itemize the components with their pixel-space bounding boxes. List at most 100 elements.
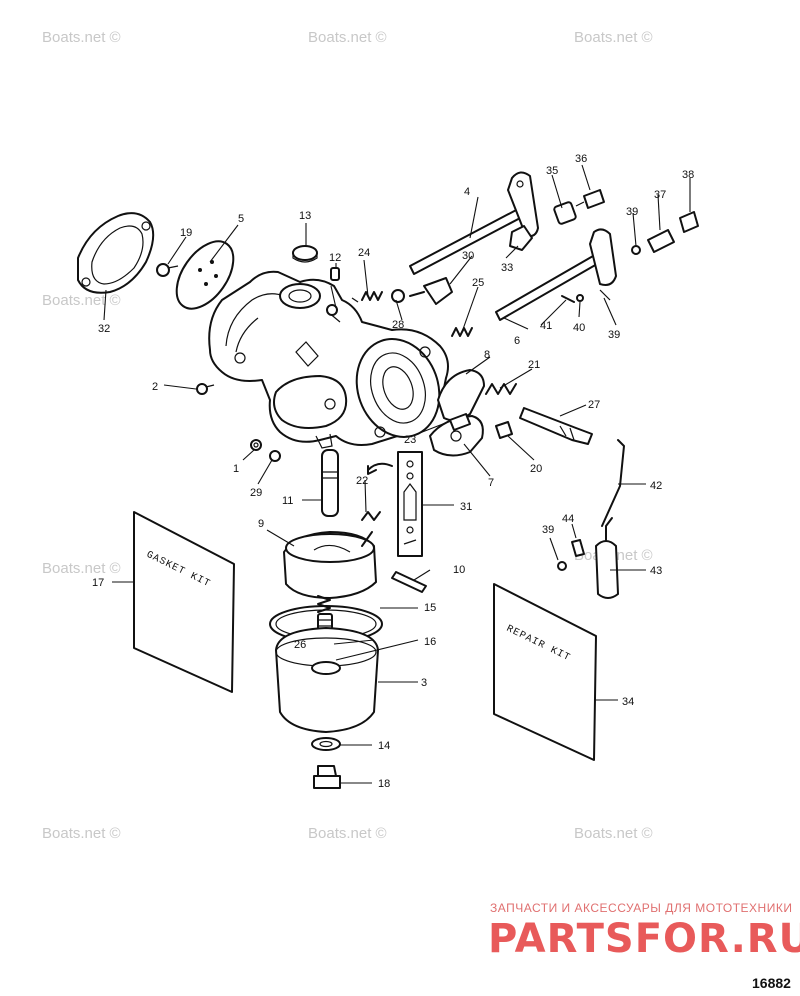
welch-plug — [292, 245, 318, 263]
callout-39-middle: 39 — [608, 329, 620, 341]
idle-needle — [519, 407, 593, 445]
bushing-35 — [553, 201, 577, 225]
watermark: Boats.net © — [42, 29, 121, 46]
throttle-shaft — [409, 171, 539, 275]
pin-41 — [561, 295, 575, 303]
spring-21 — [485, 383, 517, 395]
callout-6: 6 — [514, 335, 520, 347]
watermark: Boats.net © — [42, 560, 121, 577]
callout-37: 37 — [654, 189, 666, 201]
callout-11: 11 — [282, 495, 293, 507]
fitting-37 — [647, 229, 675, 253]
screw-2 — [196, 383, 215, 395]
callout-24: 24 — [358, 247, 370, 259]
watermark: Boats.net © — [42, 292, 121, 309]
callout-15: 15 — [424, 602, 436, 614]
carburetor-body — [208, 270, 449, 449]
float-bowl — [275, 627, 379, 733]
callout-16: 16 — [424, 636, 436, 648]
needle-seat-kit — [397, 451, 423, 557]
callout-22: 22 — [356, 475, 368, 487]
watermarks: Boats.net © Boats.net © Boats.net © Boat… — [42, 29, 653, 842]
leader-lines — [103, 164, 691, 784]
callout-14: 14 — [378, 740, 390, 752]
callout-36: 36 — [575, 153, 587, 165]
watermark: Boats.net © — [42, 825, 121, 842]
callout-1: 1 — [233, 463, 239, 475]
callout-31: 31 — [460, 501, 472, 513]
callout-41: 41 — [540, 320, 552, 332]
jet-12 — [330, 267, 340, 281]
callout-44: 44 — [562, 513, 574, 525]
screw-36 — [575, 189, 605, 209]
washer-14 — [311, 737, 341, 751]
callout-9: 9 — [258, 518, 264, 530]
promo-watermark: ЗАПЧАСТИ И АКСЕССУАРЫ ДЛЯ МОТОТЕХНИКИ PA… — [488, 901, 800, 962]
spring-24 — [351, 291, 383, 303]
washer-1 — [250, 439, 262, 451]
callout-4: 4 — [464, 186, 470, 198]
callout-17: 17 — [92, 577, 104, 589]
pin-44 — [571, 539, 585, 557]
callout-7: 7 — [488, 477, 494, 489]
solenoid-43 — [595, 517, 619, 599]
callout-29: 29 — [250, 487, 262, 499]
promo-logo: PARTSFOR.RU — [488, 916, 800, 962]
pivot-23 — [449, 413, 471, 431]
callout-39-upper: 39 — [626, 206, 638, 218]
diagram-code: 16882 — [752, 975, 791, 991]
callout-40: 40 — [573, 322, 585, 334]
flange-gasket — [77, 212, 155, 294]
float-bracket — [429, 415, 484, 457]
screw-19 — [156, 263, 179, 277]
callout-38: 38 — [682, 169, 694, 181]
callout-5: 5 — [238, 213, 244, 225]
fitting-30 — [409, 277, 453, 305]
callout-2: 2 — [152, 381, 158, 393]
callout-43: 43 — [650, 565, 662, 577]
callout-18: 18 — [378, 778, 390, 790]
callout-20: 20 — [530, 463, 542, 475]
float — [283, 531, 377, 599]
screw-20 — [495, 421, 513, 439]
callout-33: 33 — [501, 262, 513, 274]
callout-39-lower: 39 — [542, 524, 554, 536]
arrow — [367, 462, 393, 471]
callout-28: 28 — [392, 319, 404, 331]
callout-12: 12 — [329, 252, 341, 264]
ring-39-lower — [557, 561, 567, 571]
callout-30: 30 — [462, 250, 474, 262]
float-pin — [391, 571, 427, 593]
main-jet — [321, 449, 339, 517]
callout-32: 32 — [98, 323, 110, 335]
callout-26: 26 — [294, 639, 306, 651]
callout-35: 35 — [546, 165, 558, 177]
callout-labels: 1 2 3 4 5 6 7 8 9 10 11 12 13 14 15 16 1… — [92, 153, 694, 790]
arrow-head — [367, 465, 377, 475]
watermark: Boats.net © — [308, 825, 387, 842]
watermark: Boats.net © — [308, 29, 387, 46]
callout-10: 10 — [453, 564, 465, 576]
spring-22 — [361, 511, 381, 521]
callout-23: 23 — [404, 434, 416, 446]
ring-39-upper — [631, 245, 641, 255]
callout-42: 42 — [650, 480, 662, 492]
callout-34: 34 — [622, 696, 634, 708]
watermark: Boats.net © — [574, 825, 653, 842]
callout-25: 25 — [472, 277, 484, 289]
cap-38 — [679, 211, 699, 233]
drain-plug — [313, 765, 341, 789]
screw-29 — [269, 450, 281, 462]
nut-33 — [509, 225, 533, 251]
watermark: Boats.net © — [574, 29, 653, 46]
washer-40 — [576, 294, 584, 302]
promo-tagline: ЗАПЧАСТИ И АКСЕССУАРЫ ДЛЯ МОТОТЕХНИКИ — [490, 901, 792, 915]
choke-shaft — [495, 228, 617, 321]
screw-28 — [391, 289, 405, 303]
callout-8: 8 — [484, 349, 490, 361]
callout-3: 3 — [421, 677, 427, 689]
choke-link — [601, 439, 625, 527]
callout-21: 21 — [528, 359, 540, 371]
gasket-kit-card: GASKET KIT — [133, 511, 235, 693]
